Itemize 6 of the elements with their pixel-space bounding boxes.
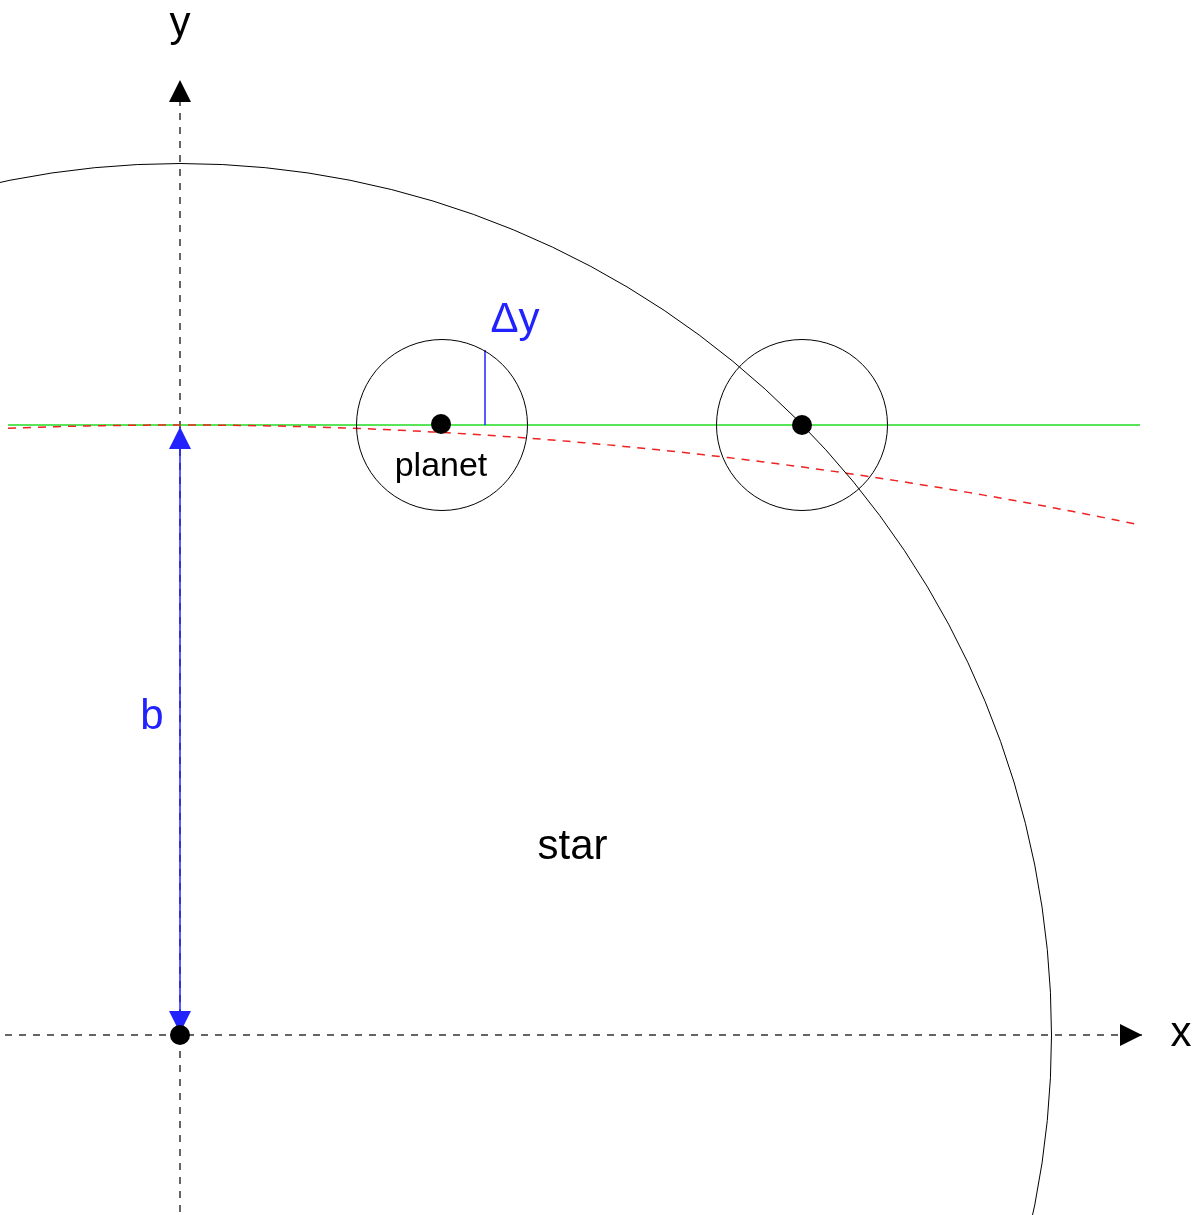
- axis-label: x: [1170, 1011, 1192, 1053]
- node-label: planet: [394, 447, 488, 481]
- node-label: star: [537, 823, 608, 866]
- axis-label: y: [169, 1, 191, 43]
- dimension-label: b: [140, 694, 164, 736]
- dimension-label: Δy: [490, 297, 540, 339]
